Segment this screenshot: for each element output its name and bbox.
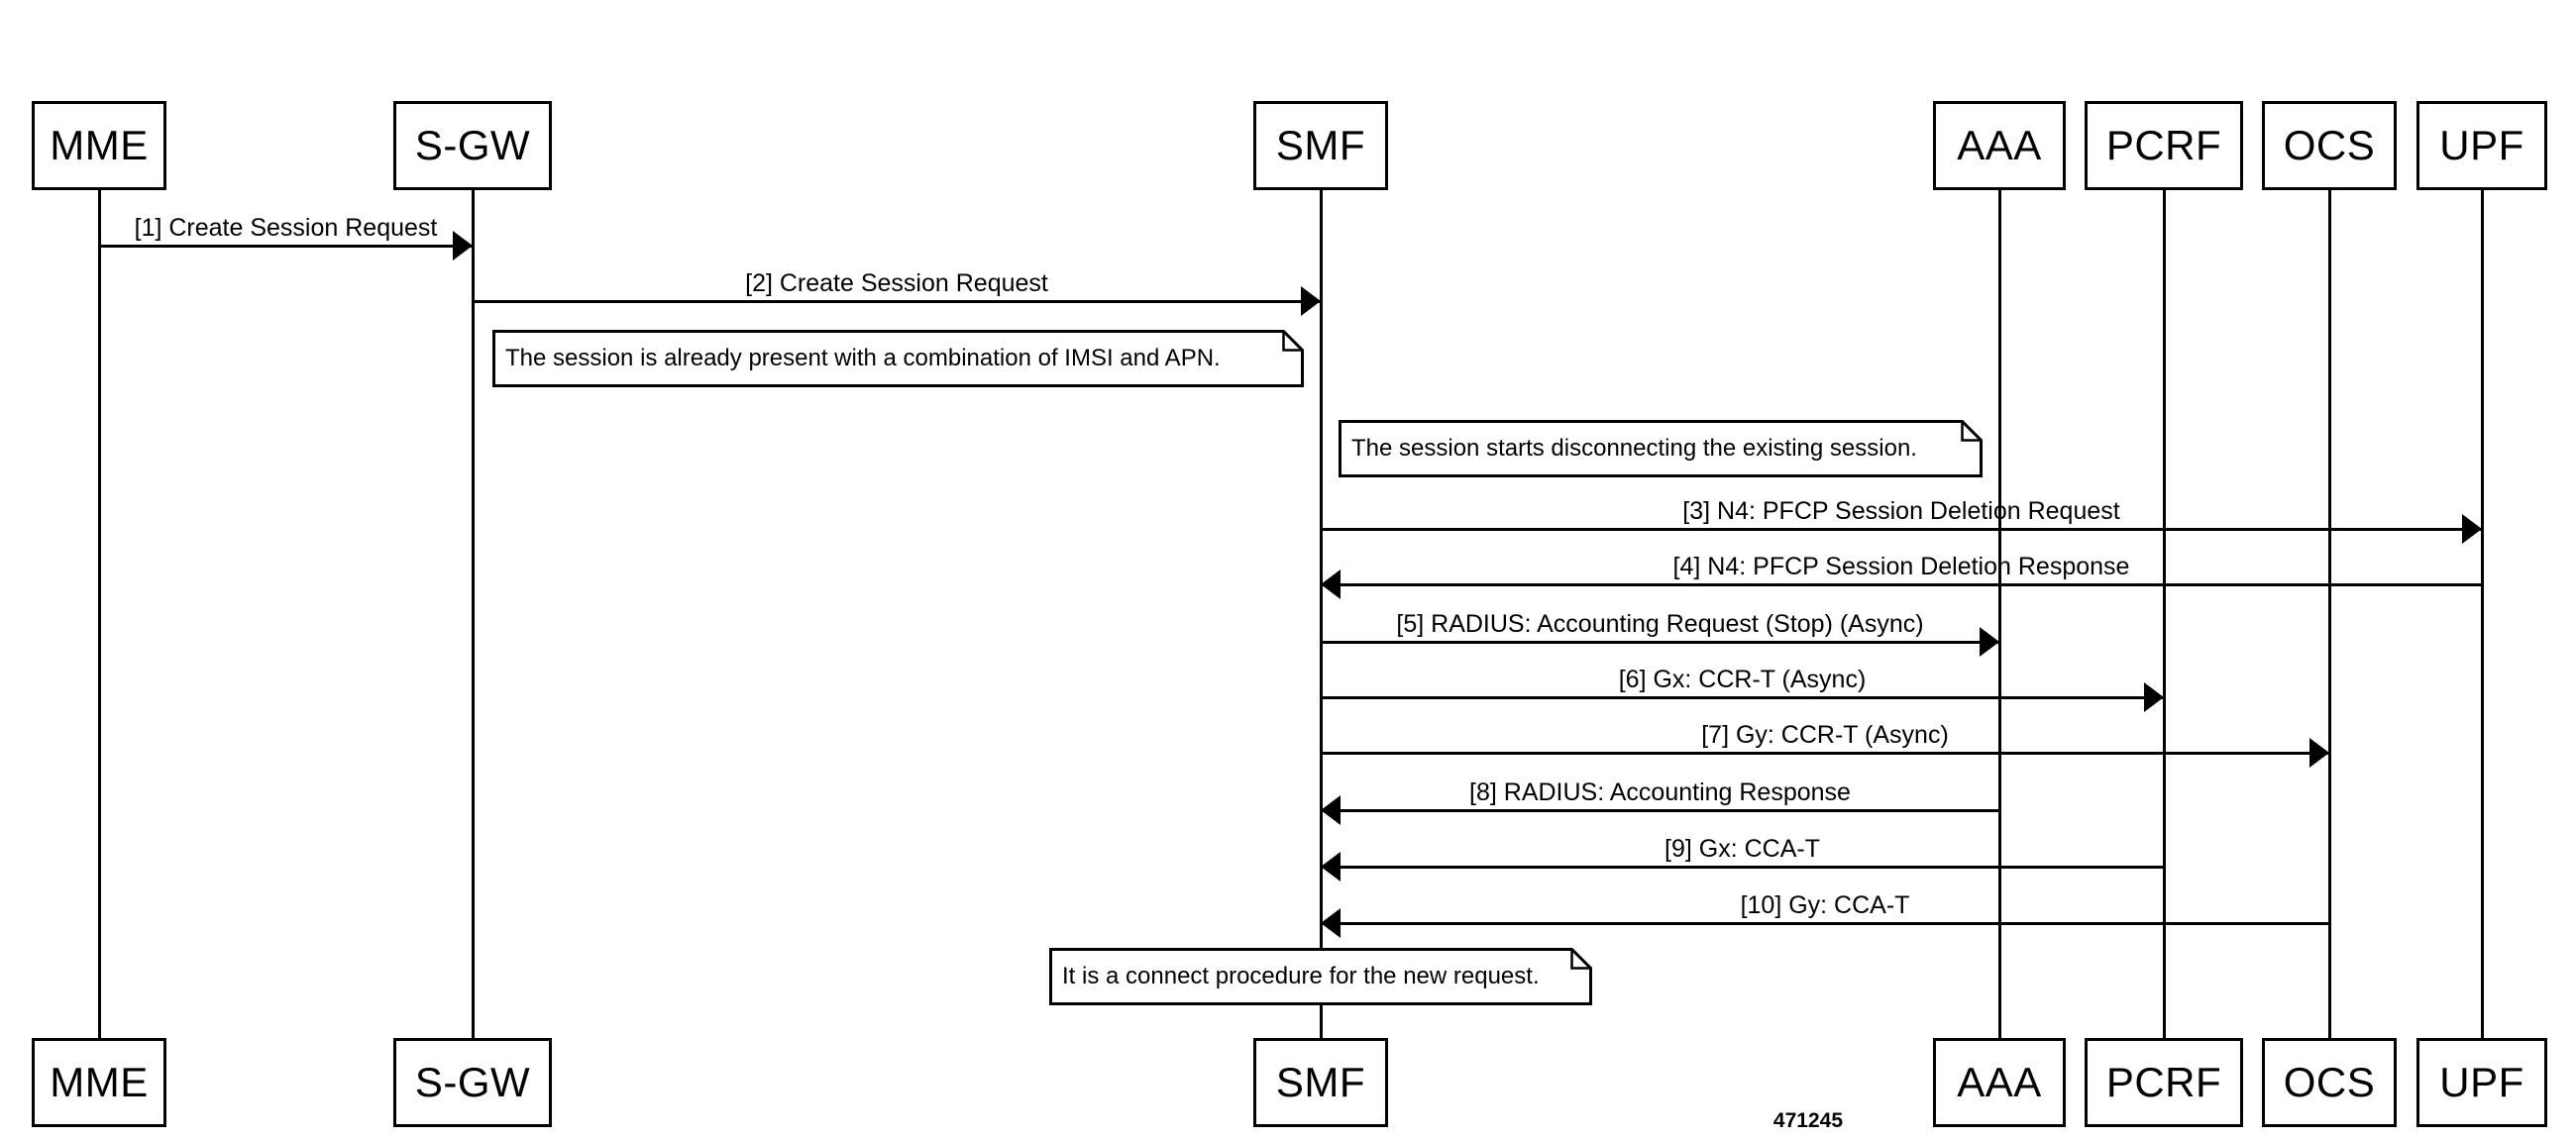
figure-number: 471245 bbox=[1772, 1109, 1843, 1132]
actor-label: AAA bbox=[1957, 122, 2042, 168]
message-line-7 bbox=[1321, 751, 2329, 755]
message-line-5 bbox=[1321, 640, 1999, 644]
lifeline-sgw bbox=[471, 190, 475, 1038]
arrowhead-icon-2 bbox=[1301, 286, 1321, 316]
arrowhead-icon-10 bbox=[1321, 908, 1341, 938]
actor-box-pcrf-bottom: PCRF bbox=[2085, 1038, 2243, 1127]
actor-label: MME bbox=[50, 1059, 149, 1105]
message-label-1: [1] Create Session Request bbox=[134, 214, 438, 242]
message-line-1 bbox=[99, 244, 473, 248]
note-connect-procedure: It is a connect procedure for the new re… bbox=[1049, 948, 1592, 1005]
actor-box-mme-bottom: MME bbox=[32, 1038, 166, 1127]
actor-label: OCS bbox=[2283, 122, 2376, 168]
arrowhead-icon-8 bbox=[1321, 795, 1341, 825]
message-label-9: [9] Gx: CCA-T bbox=[1664, 835, 1820, 863]
arrowhead-icon-4 bbox=[1321, 570, 1341, 599]
actor-label: UPF bbox=[2439, 1059, 2524, 1105]
actor-box-ocs-top: OCS bbox=[2262, 101, 2397, 190]
lifeline-mme bbox=[97, 190, 101, 1038]
arrowhead-icon-6 bbox=[2144, 682, 2164, 712]
actor-box-sgw-bottom: S-GW bbox=[393, 1038, 552, 1127]
actor-box-sgw-top: S-GW bbox=[393, 101, 552, 190]
actor-label: MME bbox=[50, 122, 149, 168]
actor-box-ocs-bottom: OCS bbox=[2262, 1038, 2397, 1127]
actor-label: PCRF bbox=[2105, 1059, 2222, 1105]
message-label-8: [8] RADIUS: Accounting Response bbox=[1469, 778, 1851, 806]
note-text: The session starts disconnecting the exi… bbox=[1351, 435, 1917, 462]
arrowhead-icon-5 bbox=[1980, 627, 1999, 657]
lifeline-ocs bbox=[2327, 190, 2331, 1038]
arrowhead-icon-3 bbox=[2462, 514, 2482, 544]
message-label-10: [10] Gy: CCA-T bbox=[1740, 891, 1910, 919]
actor-label: OCS bbox=[2283, 1059, 2376, 1105]
actor-box-smf-top: SMF bbox=[1253, 101, 1388, 190]
note-shape bbox=[1339, 420, 1983, 477]
lifeline-smf bbox=[1319, 190, 1323, 1038]
message-line-3 bbox=[1321, 527, 2482, 531]
note-text: The session is already present with a co… bbox=[505, 345, 1221, 371]
message-label-3: [3] N4: PFCP Session Deletion Request bbox=[1682, 497, 2120, 525]
message-label-7: [7] Gy: CCR-T (Async) bbox=[1701, 721, 1949, 749]
message-line-2 bbox=[473, 299, 1321, 303]
note-session-already-present: The session is already present with a co… bbox=[492, 330, 1304, 387]
actor-label: S-GW bbox=[414, 1059, 531, 1105]
note-shape bbox=[492, 330, 1304, 387]
message-line-6 bbox=[1321, 695, 2164, 699]
actor-label: SMF bbox=[1275, 122, 1366, 168]
actor-label: SMF bbox=[1275, 1059, 1366, 1105]
actor-box-pcrf-top: PCRF bbox=[2085, 101, 2243, 190]
message-label-6: [6] Gx: CCR-T (Async) bbox=[1618, 666, 1867, 693]
message-line-10 bbox=[1321, 921, 2329, 925]
note-shape bbox=[1049, 948, 1592, 1005]
actor-box-mme-top: MME bbox=[32, 101, 166, 190]
note-session-disconnecting: The session starts disconnecting the exi… bbox=[1339, 420, 1983, 477]
message-line-8 bbox=[1321, 808, 1999, 812]
arrowhead-icon-9 bbox=[1321, 852, 1341, 882]
lifeline-pcrf bbox=[2162, 190, 2166, 1038]
actor-box-upf-top: UPF bbox=[2416, 101, 2547, 190]
actor-box-upf-bottom: UPF bbox=[2416, 1038, 2547, 1127]
message-label-2: [2] Create Session Request bbox=[745, 269, 1048, 297]
message-line-9 bbox=[1321, 865, 2164, 869]
lifeline-upf bbox=[2480, 190, 2484, 1038]
actor-box-aaa-top: AAA bbox=[1933, 101, 2066, 190]
actor-label: S-GW bbox=[414, 122, 531, 168]
actor-label: PCRF bbox=[2105, 122, 2222, 168]
arrowhead-icon-7 bbox=[2309, 738, 2329, 768]
lifeline-aaa bbox=[1997, 190, 2001, 1038]
note-text: It is a connect procedure for the new re… bbox=[1062, 963, 1540, 989]
message-label-4: [4] N4: PFCP Session Deletion Response bbox=[1672, 553, 2130, 580]
arrowhead-icon-1 bbox=[453, 231, 473, 260]
message-line-4 bbox=[1321, 582, 2482, 586]
actor-label: AAA bbox=[1957, 1059, 2042, 1105]
actor-box-aaa-bottom: AAA bbox=[1933, 1038, 2066, 1127]
actor-label: UPF bbox=[2439, 122, 2524, 168]
actor-box-smf-bottom: SMF bbox=[1253, 1038, 1388, 1127]
message-label-5: [5] RADIUS: Accounting Request (Stop) (A… bbox=[1396, 610, 1924, 638]
